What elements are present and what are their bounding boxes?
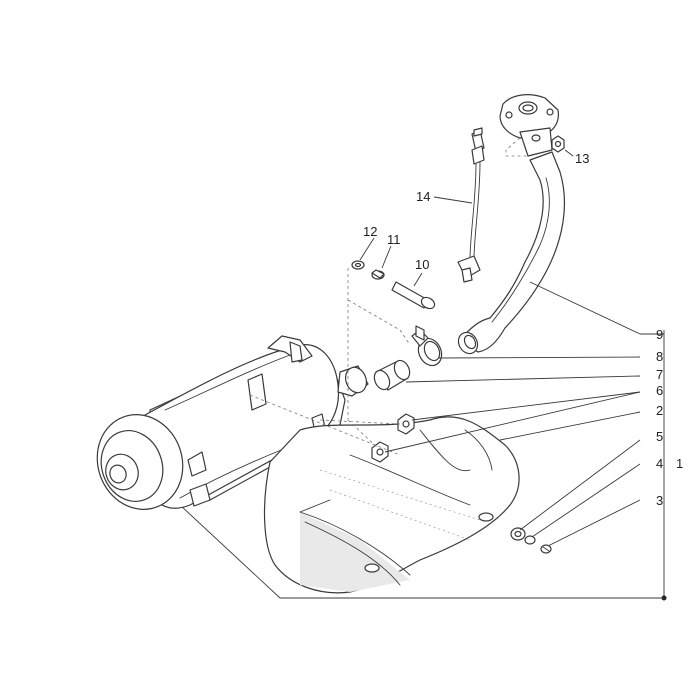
callout-13: 13	[575, 151, 589, 166]
assembly-guides	[249, 268, 411, 456]
heat-shield[interactable]	[263, 416, 520, 594]
callout-10: 10	[415, 257, 429, 272]
nut-13[interactable]	[551, 135, 565, 153]
washer-4[interactable]	[524, 535, 536, 545]
callout-9: 9	[656, 327, 663, 342]
bolt-10[interactable]	[391, 281, 437, 311]
group-bracket	[179, 330, 667, 601]
screw-3[interactable]	[540, 544, 552, 554]
lambda-sensor-14[interactable]	[457, 127, 485, 283]
callout-labels: 1 2 3 4 5 6 7 8 9 10 11 12 13 14	[363, 151, 683, 508]
callout-2: 2	[656, 403, 663, 418]
callout-6: 6	[656, 383, 663, 398]
exhaust-pipe-9[interactable]	[455, 94, 566, 357]
gasket-7[interactable]	[371, 358, 412, 392]
callout-1: 1	[676, 456, 683, 471]
clamp-8[interactable]	[411, 325, 446, 369]
callout-11: 11	[387, 232, 401, 247]
washer-11[interactable]	[371, 269, 385, 280]
nut-6-upper[interactable]	[397, 413, 415, 435]
callout-14: 14	[416, 189, 430, 204]
callout-3: 3	[656, 493, 663, 508]
callout-5: 5	[656, 429, 663, 444]
callout-7: 7	[656, 367, 663, 382]
nut-6-lower[interactable]	[371, 441, 389, 463]
callout-4: 4	[656, 456, 663, 471]
callout-8: 8	[656, 349, 663, 364]
spacer-5[interactable]	[510, 527, 526, 541]
leader-lines	[359, 149, 664, 547]
callout-12: 12	[363, 224, 377, 239]
washer-12[interactable]	[351, 260, 365, 270]
